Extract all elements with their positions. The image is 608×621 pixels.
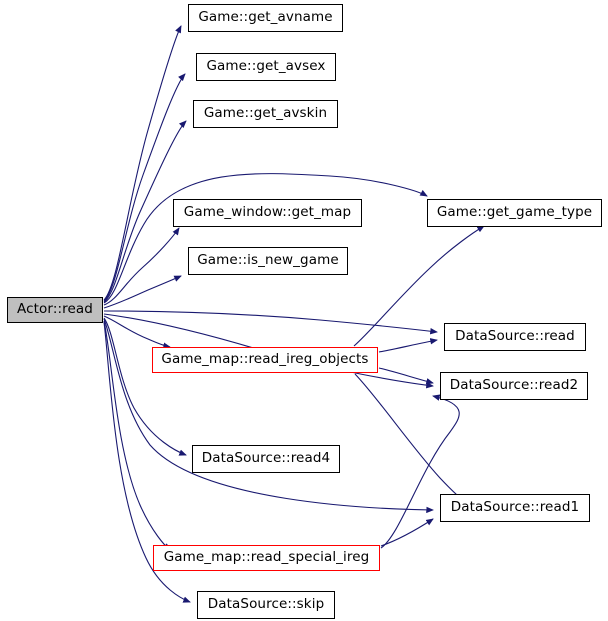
graph-node-game-is-new-game[interactable]: Game::is_new_game (188, 247, 348, 275)
graph-edge (378, 338, 438, 353)
graph-edge (378, 367, 434, 385)
graph-node-label: DataSource::read1 (450, 499, 580, 516)
graph-edge (103, 317, 187, 456)
graph-node-datasource-read[interactable]: DataSource::read (444, 323, 586, 351)
graph-node-game-get-avsex[interactable]: Game::get_avsex (196, 53, 336, 81)
graph-node-game-get-avname[interactable]: Game::get_avname (188, 4, 343, 32)
graph-edge (103, 227, 180, 306)
graph-node-label: DataSource::read (455, 328, 575, 345)
graph-node-label: Game::is_new_game (197, 252, 339, 269)
graph-node-datasource-skip[interactable]: DataSource::skip (197, 591, 335, 619)
graph-node-game-get-avskin[interactable]: Game::get_avskin (193, 100, 338, 128)
graph-edge (103, 318, 434, 514)
graph-edge-group (103, 25, 485, 603)
graph-node-datasource-read1[interactable]: DataSource::read1 (440, 494, 590, 522)
graph-node-label: DataSource::read4 (201, 450, 331, 467)
graph-node-label: Game::get_avname (198, 9, 333, 26)
graph-node-gm-read-special-ireg[interactable]: Game_map::read_special_ireg (153, 545, 380, 571)
graph-node-label: DataSource::skip (207, 596, 325, 613)
graph-edge (380, 394, 460, 549)
graph-node-datasource-read4[interactable]: DataSource::read4 (192, 445, 340, 473)
graph-node-label: Game::get_avsex (206, 58, 326, 75)
graph-edge (353, 225, 485, 347)
graph-edge (103, 310, 438, 335)
graph-node-game-window-get-map[interactable]: Game_window::get_map (173, 199, 362, 227)
graph-edge (103, 321, 191, 603)
graph-node-label: Game::get_avskin (203, 105, 328, 122)
graph-edge (103, 120, 187, 303)
graph-node-label: DataSource::read2 (449, 377, 579, 394)
graph-node-actor-read[interactable]: Actor::read (7, 297, 103, 323)
graph-edge (103, 275, 182, 309)
graph-node-label: Actor::read (17, 301, 93, 318)
graph-node-game-get-game-type[interactable]: Game::get_game_type (427, 199, 602, 227)
graph-node-label: Game_map::read_ireg_objects (161, 351, 369, 368)
graph-node-datasource-read2[interactable]: DataSource::read2 (440, 372, 588, 400)
graph-edge (103, 25, 182, 301)
graph-node-gm-read-ireg-objects[interactable]: Game_map::read_ireg_objects (152, 347, 378, 373)
graph-edge (103, 73, 186, 302)
graph-node-label: Game_map::read_special_ireg (163, 549, 370, 566)
graph-edge (103, 320, 171, 551)
graph-node-label: Game::get_game_type (436, 204, 593, 221)
graph-node-label: Game_window::get_map (183, 204, 352, 221)
graph-edge (380, 518, 434, 547)
graph-edge (103, 173, 428, 304)
graph-edge (103, 315, 171, 349)
